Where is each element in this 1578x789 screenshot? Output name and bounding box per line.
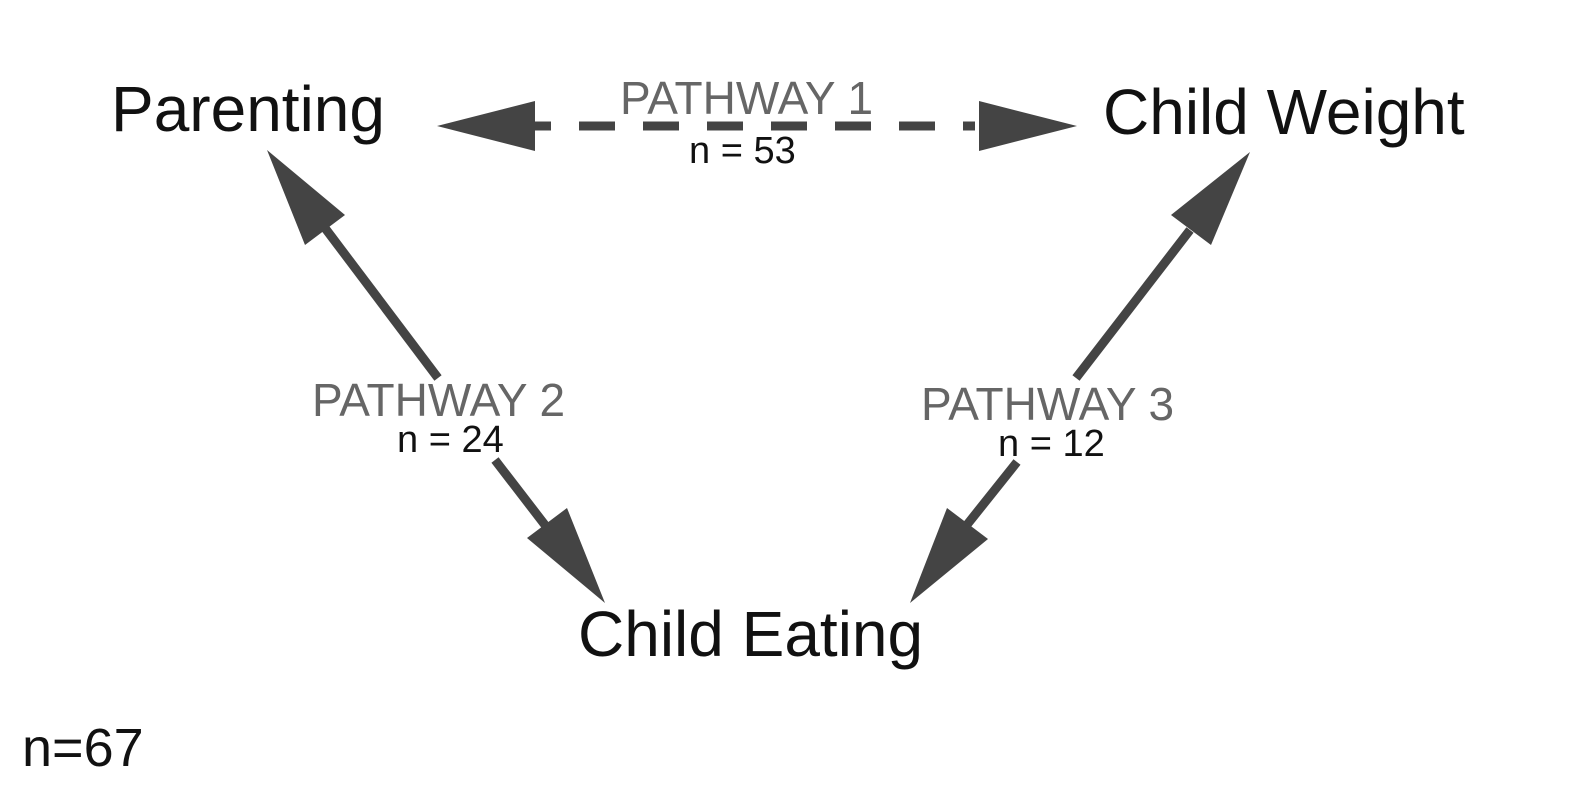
pathway-3-count: n = 12: [998, 423, 1105, 465]
node-child-weight: Child Weight: [1103, 76, 1465, 148]
pathway-1-arrowhead-right: [979, 101, 1077, 151]
pathway-2-edge: [267, 150, 605, 603]
pathway-3-arrowhead-bottom: [910, 508, 988, 603]
pathway-3-arrowhead-top: [1171, 152, 1250, 245]
pathway-1-arrowhead-left: [437, 101, 535, 151]
pathway-2-line-upper: [321, 225, 442, 381]
node-child-eating: Child Eating: [578, 598, 923, 670]
pathway-3-line-lower: [962, 459, 1021, 529]
total-sample-label: n=67: [22, 718, 144, 778]
pathway-2-arrowhead-bottom: [527, 508, 605, 603]
node-parenting: Parenting: [111, 73, 385, 145]
pathway-2-label: PATHWAY 2: [312, 374, 565, 426]
pathway-3-label: PATHWAY 3: [921, 378, 1174, 430]
pathway-1-label: PATHWAY 1: [620, 72, 873, 124]
pathway-3-edge: [910, 152, 1250, 603]
pathway-2-arrowhead-top: [267, 150, 345, 245]
pathway-3-line-upper: [1072, 227, 1194, 381]
pathway-2-line-lower: [491, 457, 549, 528]
pathway-1-edge: [437, 101, 1077, 151]
pathway-2-count: n = 24: [397, 419, 504, 461]
pathway-1-count: n = 53: [689, 130, 796, 172]
